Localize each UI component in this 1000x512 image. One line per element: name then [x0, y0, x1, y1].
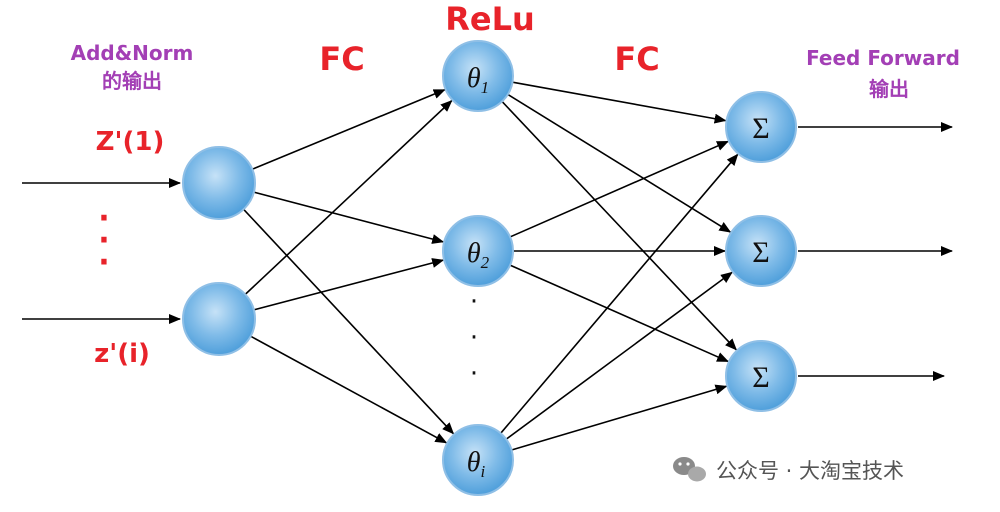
edge-input2-hidden1: [244, 99, 453, 295]
input-title-line1: Add&Norm: [71, 41, 194, 65]
hidden-ellipsis: · · ·: [470, 287, 478, 389]
svg-text:·: ·: [470, 359, 478, 389]
edge-hidden2-output3: [509, 264, 729, 363]
relu-label: ReLu: [445, 0, 535, 38]
edge-input1-hidden3: [243, 208, 455, 435]
svg-text:θi: θi: [467, 447, 486, 481]
input-node-1: [182, 146, 256, 220]
input-top-label: Z'(1): [96, 127, 165, 157]
edge-input2-hidden2: [253, 258, 445, 311]
svg-text:·: ·: [470, 287, 478, 317]
hidden-node-2: θ2: [442, 215, 514, 287]
output-title-line2: 输出: [869, 77, 909, 101]
edge-hidden3-output2: [505, 271, 733, 440]
edge-input1-hidden2: [253, 191, 445, 244]
input-bottom-label: z'(i): [94, 339, 150, 369]
hidden-node-1: θ1: [442, 40, 514, 112]
fc-left-label: FC: [319, 40, 364, 78]
output-node-2: Σ: [725, 215, 797, 287]
edge-hidden1-output2: [507, 93, 732, 233]
wechat-icon: [673, 457, 706, 482]
svg-text:·: ·: [98, 245, 109, 280]
input-title-line2: 的输出: [102, 69, 162, 93]
watermark-text: 公众号 · 大淘宝技术: [716, 459, 904, 483]
edge-hidden3-output1: [500, 153, 739, 434]
input-node-2: [182, 282, 256, 356]
input-ellipsis: · · ·: [98, 201, 109, 280]
svg-text:Σ: Σ: [752, 112, 769, 145]
edge-input1-hidden1: [251, 89, 446, 170]
svg-text:θ1: θ1: [467, 63, 489, 97]
svg-text:·: ·: [98, 201, 109, 236]
svg-text:Σ: Σ: [752, 236, 769, 269]
output-node-1: Σ: [725, 91, 797, 163]
edge-input2-hidden3: [250, 335, 448, 444]
svg-text:θ2: θ2: [467, 238, 490, 272]
output-title-line1: Feed Forward: [806, 46, 960, 70]
svg-text:·: ·: [98, 223, 109, 258]
svg-text:·: ·: [470, 323, 478, 353]
output-node-3: Σ: [725, 340, 797, 412]
edge-hidden3-output3: [511, 384, 728, 451]
edge-hidden1-output3: [501, 100, 737, 351]
connections: [243, 81, 739, 451]
hidden-node-i: θi: [442, 424, 514, 496]
edge-hidden2-output1: [509, 140, 729, 238]
svg-text:Σ: Σ: [752, 361, 769, 394]
edge-hidden1-output1: [512, 81, 727, 124]
fc-right-label: FC: [614, 40, 659, 78]
